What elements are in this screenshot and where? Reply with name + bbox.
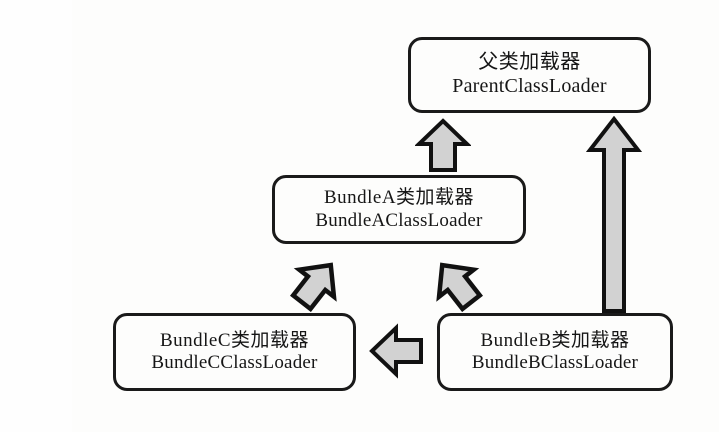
node-bundlec-label-en: BundleCClassLoader bbox=[151, 352, 318, 373]
node-parent-label-en: ParentClassLoader bbox=[452, 75, 607, 97]
node-bundlec-classloader[interactable]: BundleC类加载器 BundleCClassLoader bbox=[113, 313, 356, 391]
arrow-bundleb-to-bundlea bbox=[429, 256, 485, 312]
node-bundleb-label-cn: BundleB类加载器 bbox=[480, 329, 630, 351]
node-bundleb-classloader[interactable]: BundleB类加载器 BundleBClassLoader bbox=[437, 313, 673, 391]
node-bundlea-classloader[interactable]: BundleA类加载器 BundleAClassLoader bbox=[272, 175, 526, 244]
node-bundlea-label-cn: BundleA类加载器 bbox=[323, 187, 475, 209]
arrow-bundlea-to-parent bbox=[415, 118, 471, 174]
node-parent-label-cn: 父类加载器 bbox=[478, 51, 581, 74]
node-bundlec-label-cn: BundleC类加载器 bbox=[159, 329, 310, 351]
arrow-bundleb-to-bundlec bbox=[369, 323, 425, 379]
arrow-bundleb-to-parent bbox=[586, 116, 642, 314]
arrow-bundlec-to-bundlea bbox=[288, 256, 344, 312]
node-parent-classloader[interactable]: 父类加载器 ParentClassLoader bbox=[408, 37, 651, 113]
node-bundleb-label-en: BundleBClassLoader bbox=[471, 352, 639, 373]
node-bundlea-label-en: BundleAClassLoader bbox=[315, 209, 483, 231]
